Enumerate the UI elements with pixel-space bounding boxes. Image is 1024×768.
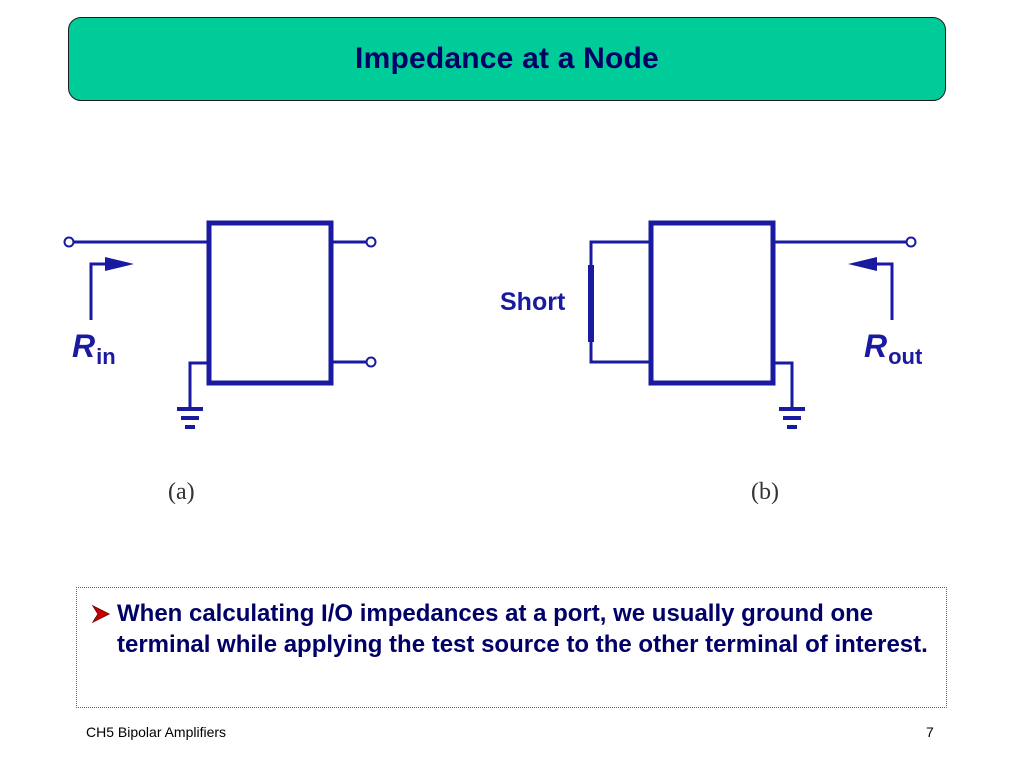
input-terminal-a bbox=[63, 236, 75, 248]
output-terminal-top-a bbox=[365, 236, 377, 248]
right-arrow-icon bbox=[105, 257, 134, 271]
bullet-box: When calculating I/O impedances at a por… bbox=[76, 587, 947, 708]
circuit-a bbox=[63, 220, 377, 429]
two-port-box-b bbox=[648, 220, 776, 386]
output-terminal-b bbox=[905, 236, 917, 248]
caption-b: (b) bbox=[751, 479, 779, 505]
ground-wire-a bbox=[188, 361, 209, 407]
ground-wire-b bbox=[773, 361, 794, 407]
left-arrow-icon bbox=[848, 257, 877, 271]
bullet-text: When calculating I/O impedances at a por… bbox=[117, 600, 928, 658]
rout-label: Rout bbox=[864, 328, 923, 369]
footer-course: CH5 Bipolar Amplifiers bbox=[86, 724, 227, 740]
slide-title: Impedance at a Node bbox=[355, 42, 659, 75]
rin-label: Rin bbox=[72, 328, 116, 369]
title-banner: Impedance at a Node bbox=[68, 17, 946, 101]
ground-icon bbox=[779, 407, 805, 429]
output-terminal-bottom-a bbox=[365, 356, 377, 368]
short-wire bbox=[589, 240, 651, 364]
page-number: 7 bbox=[926, 724, 934, 740]
ground-icon bbox=[177, 407, 203, 429]
rin-arrow-stem bbox=[89, 262, 108, 320]
two-port-box-a bbox=[206, 220, 334, 386]
arrow-bullet-icon bbox=[91, 598, 117, 629]
caption-a: (a) bbox=[168, 479, 195, 505]
short-label: Short bbox=[500, 288, 566, 316]
rout-arrow-stem bbox=[874, 262, 894, 320]
bullet-item: When calculating I/O impedances at a por… bbox=[91, 598, 930, 660]
circuit-b bbox=[588, 220, 917, 429]
